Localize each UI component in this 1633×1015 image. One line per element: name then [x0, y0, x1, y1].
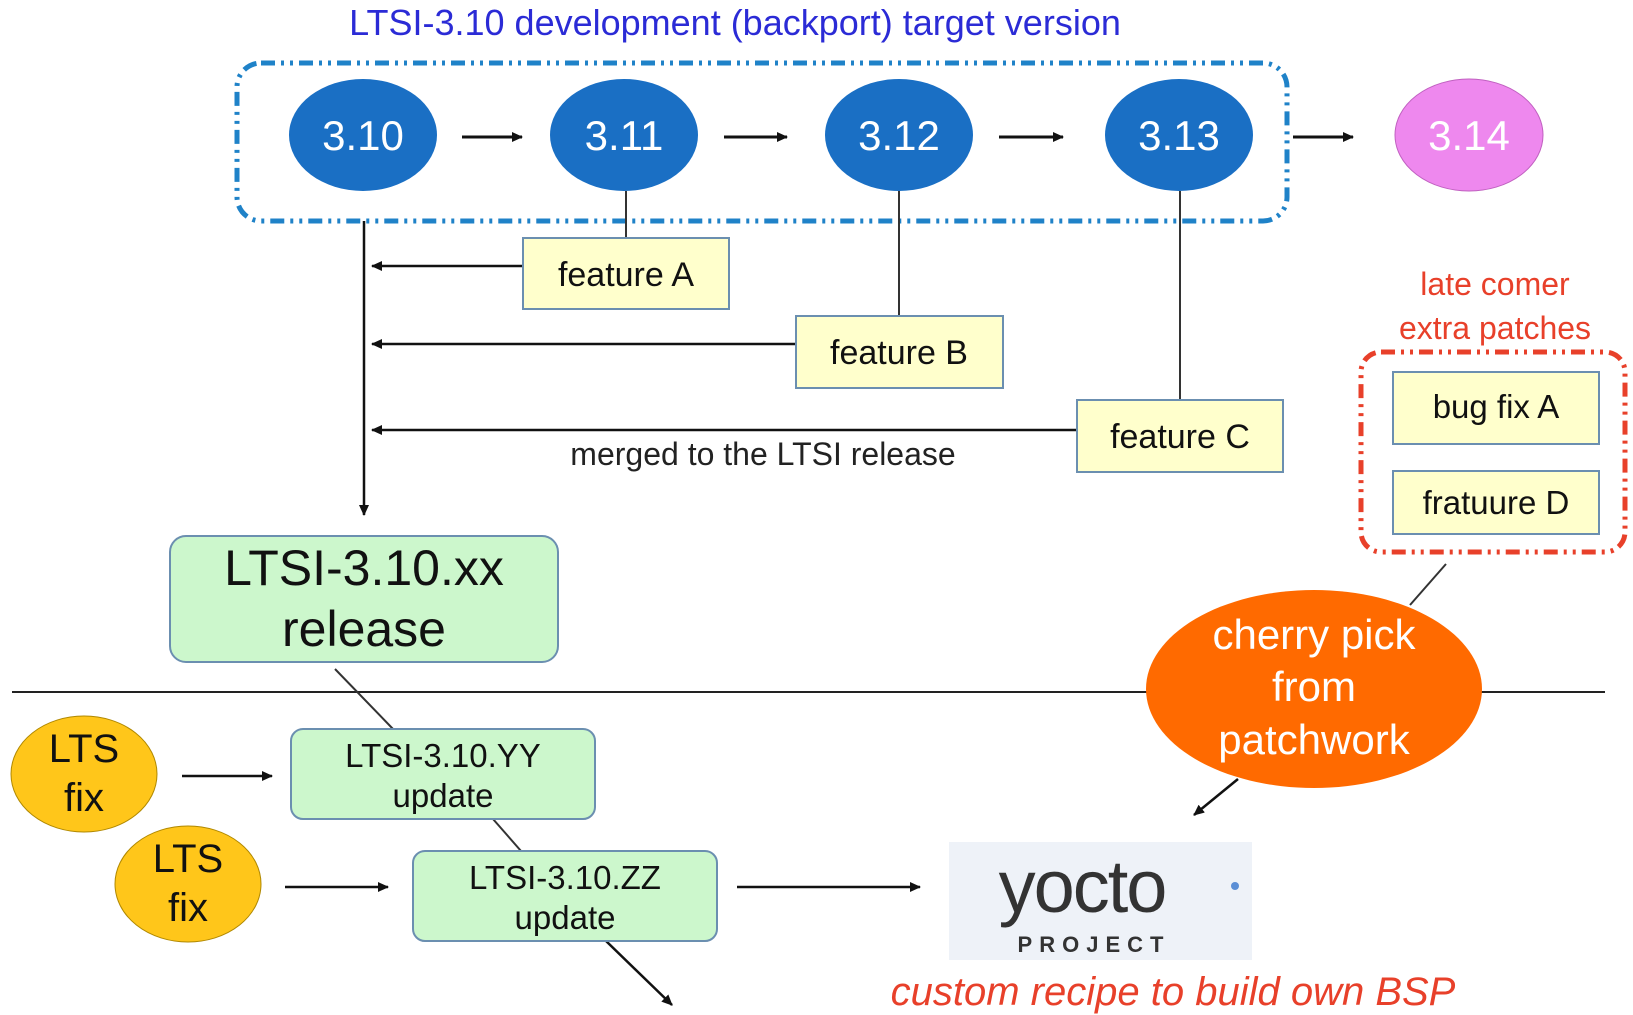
- feature-d-box: fratuure D: [1392, 470, 1600, 535]
- late-comer-connector: [1409, 563, 1447, 606]
- feature-c-box: feature C: [1076, 399, 1284, 473]
- target-version-frame: [234, 60, 1290, 224]
- version-label: 3.12: [858, 112, 940, 159]
- release-line2: release: [282, 601, 446, 657]
- bug-fix-a-box: bug fix A: [1392, 371, 1600, 445]
- update-zz-line1: LTSI-3.10.ZZ: [469, 859, 661, 896]
- version-node-3-10: 3.10: [289, 79, 437, 191]
- version-node-3-12: 3.12: [825, 79, 973, 191]
- update-yy-box: LTSI-3.10.YY update: [290, 728, 596, 820]
- cherry-pick-line3: patchwork: [1218, 716, 1410, 763]
- continuation-line-2: [492, 818, 522, 852]
- continuation-arrow: [604, 939, 673, 1006]
- feature-d-label: fratuure D: [1423, 484, 1570, 521]
- lts-fix-2-line2: fix: [168, 886, 208, 930]
- version-label: 3.14: [1428, 112, 1510, 159]
- feature-c-label: feature C: [1110, 418, 1250, 456]
- lts-fix-node-2: LTS fix: [114, 825, 262, 943]
- feature-b-label: feature B: [830, 334, 968, 372]
- release-box: LTSI-3.10.xx release: [169, 535, 559, 663]
- cherry-pick-line2: from: [1272, 663, 1356, 710]
- version-label: 3.13: [1138, 112, 1220, 159]
- yocto-dot: [1231, 882, 1239, 890]
- yocto-wordmark: yocto: [999, 845, 1166, 928]
- feature-a-box: feature A: [522, 237, 730, 310]
- lts-fix-node-1: LTS fix: [10, 715, 158, 833]
- version-label: 3.11: [585, 112, 664, 159]
- yocto-subtitle: PROJECT: [1018, 932, 1171, 957]
- late-comer-frame: [1358, 349, 1628, 555]
- version-label: 3.10: [322, 112, 404, 159]
- update-zz-box: LTSI-3.10.ZZ update: [412, 850, 718, 942]
- yocto-project-logo: yocto PROJECT: [949, 842, 1252, 960]
- continuation-line-1: [334, 668, 394, 730]
- version-node-3-14: 3.14: [1394, 78, 1544, 192]
- late-comer-line1: late comer: [1420, 266, 1570, 302]
- version-node-3-11: 3.11: [550, 79, 698, 191]
- diagram-title: LTSI-3.10 development (backport) target …: [349, 2, 1121, 43]
- cherry-pick-arrow: [1193, 778, 1239, 816]
- cherry-pick-line1: cherry pick: [1212, 611, 1416, 658]
- merged-label: merged to the LTSI release: [570, 436, 955, 472]
- lts-fix-1-line2: fix: [64, 776, 104, 820]
- feature-b-box: feature B: [795, 315, 1004, 389]
- update-yy-line2: update: [393, 777, 494, 814]
- bug-fix-a-label: bug fix A: [1433, 388, 1560, 425]
- lts-fix-1-line1: LTS: [49, 727, 119, 771]
- late-comer-line2: extra patches: [1399, 310, 1591, 346]
- update-yy-line1: LTSI-3.10.YY: [345, 737, 541, 774]
- custom-recipe-caption: custom recipe to build own BSP: [891, 970, 1456, 1014]
- update-zz-line2: update: [515, 899, 616, 936]
- lts-fix-2-line1: LTS: [153, 837, 223, 881]
- cherry-pick-node: cherry pick from patchwork: [1146, 590, 1482, 788]
- feature-a-label: feature A: [558, 256, 694, 294]
- release-line1: LTSI-3.10.xx: [224, 540, 504, 596]
- version-node-3-13: 3.13: [1105, 79, 1253, 191]
